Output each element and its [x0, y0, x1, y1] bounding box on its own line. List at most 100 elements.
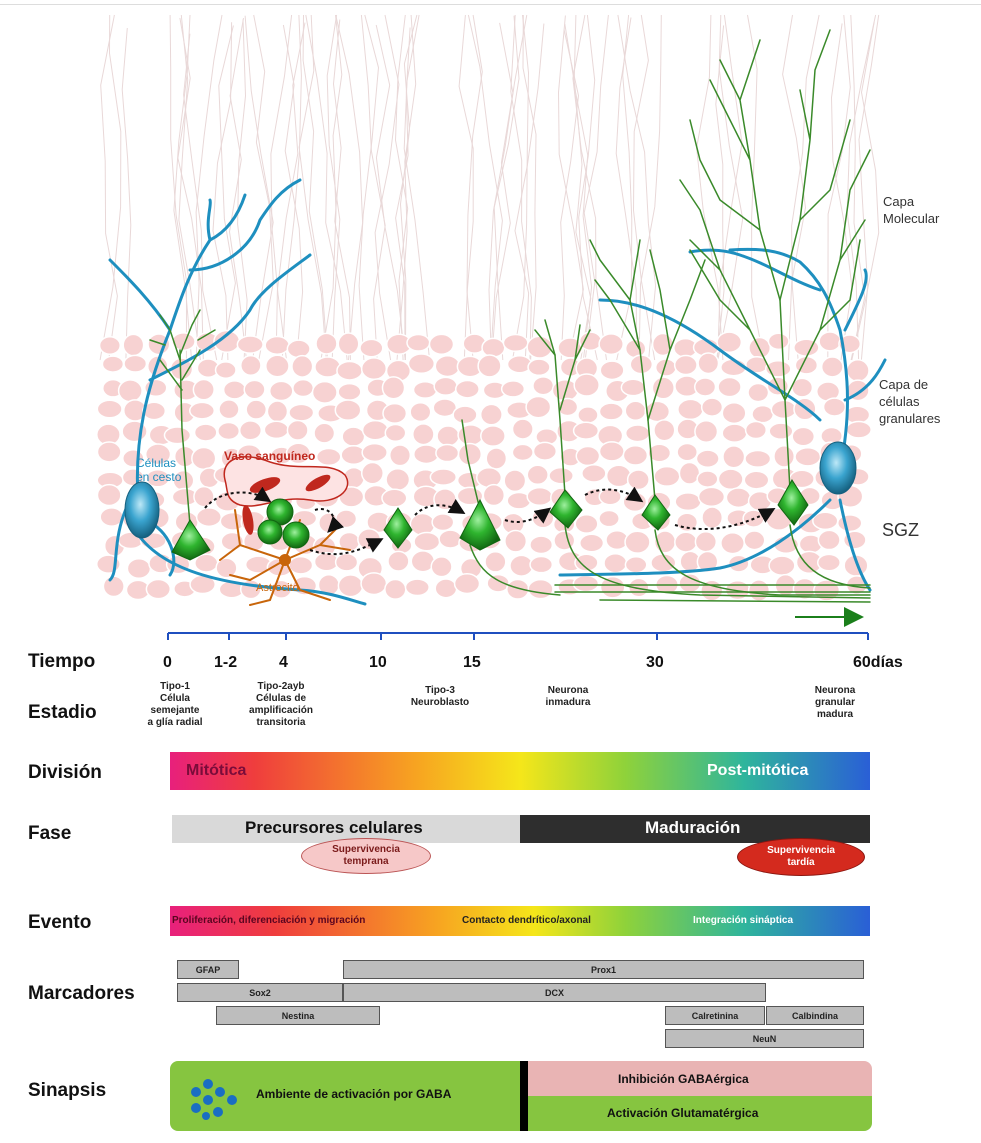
granule-cell — [216, 558, 237, 578]
granule-cell — [654, 420, 675, 441]
granule-cell — [485, 552, 506, 572]
granule-cell — [599, 442, 624, 461]
granule-cell — [626, 425, 650, 442]
granule-cell — [97, 485, 120, 506]
granule-cell — [534, 442, 557, 460]
granule-cell — [361, 573, 386, 595]
granule-cell — [436, 445, 459, 462]
granule-cell — [599, 403, 623, 420]
granule-cell — [453, 406, 477, 423]
stage-mature: Neurona granular madura — [795, 685, 875, 721]
granule-cell — [342, 427, 364, 446]
granule-cell — [695, 378, 716, 396]
granule-cell — [335, 400, 360, 420]
marker-gfap: GFAP — [177, 960, 239, 979]
row-label-phase: Fase — [28, 823, 71, 845]
granule-cell — [677, 444, 697, 461]
granule-cell — [818, 554, 840, 570]
granule-cell — [190, 402, 215, 418]
row-label-stage: Estadio — [28, 702, 97, 724]
granule-cell — [698, 353, 718, 373]
molecular-fiber — [299, 15, 326, 360]
granule-cell — [503, 334, 527, 351]
granule-cell — [745, 450, 770, 467]
molecular-fiber — [579, 15, 598, 360]
granule-cell — [481, 426, 505, 446]
granule-cell — [362, 444, 387, 462]
row-label-event: Evento — [28, 912, 91, 934]
granule-cell — [410, 514, 434, 536]
time-tick-4: 4 — [279, 654, 288, 672]
molecular-fiber — [179, 15, 201, 360]
granule-cell — [414, 382, 437, 398]
granule-cell — [481, 404, 502, 424]
granule-cell — [744, 471, 768, 489]
granule-cell — [794, 339, 819, 356]
granule-cell — [678, 399, 703, 419]
molecular-fiber — [336, 15, 363, 360]
basket-cell-left — [125, 482, 159, 538]
synapse-gaba-env-label: Ambiente de activación por GABA — [256, 1087, 451, 1101]
granule-cell — [123, 334, 143, 355]
granule-cell — [699, 487, 725, 506]
granule-cell — [458, 443, 481, 465]
granule-cell — [771, 400, 796, 418]
granule-cell — [102, 356, 123, 372]
granule-cell — [768, 333, 788, 349]
granule-cell — [486, 448, 506, 469]
granule-cell — [723, 446, 745, 468]
granule-cell — [386, 469, 409, 491]
molecular-fiber — [219, 26, 236, 361]
granule-cell — [625, 557, 646, 573]
granule-cell — [702, 398, 723, 416]
synapse-divider — [520, 1061, 528, 1131]
granule-cell — [623, 492, 646, 511]
granule-cell — [625, 401, 646, 420]
granule-cell — [478, 355, 501, 377]
granule-cell — [270, 381, 293, 400]
granule-cell — [628, 470, 650, 490]
phase-precursors-label: Precursores celulares — [245, 818, 423, 838]
granule-cell — [237, 336, 263, 353]
granule-cell — [458, 425, 483, 445]
granule-cell — [246, 400, 266, 419]
marker-calbindina: Calbindina — [766, 1006, 864, 1025]
granule-cell — [726, 488, 750, 507]
granule-cell — [414, 445, 439, 464]
granule-cell — [527, 488, 552, 506]
granule-cell — [512, 444, 533, 460]
granule-cell — [769, 423, 793, 439]
marker-neun: NeuN — [665, 1029, 864, 1048]
granule-cell — [437, 426, 459, 446]
basket-cells-label: Células en cesto — [136, 456, 181, 484]
granule-cell — [192, 448, 216, 470]
marker-prox1: Prox1 — [343, 960, 864, 979]
synapse-gaba-inhib-label: Inhibición GABAérgica — [618, 1072, 749, 1086]
molecular-fiber — [523, 15, 536, 360]
granule-cell — [580, 534, 604, 551]
stage-type2: Tipo-2ayb Células de amplificación trans… — [226, 681, 336, 729]
granule-cell — [408, 354, 434, 373]
granule-cell — [600, 361, 624, 379]
granule-cell — [679, 462, 699, 484]
granule-cell — [651, 554, 676, 572]
granule-cell — [362, 358, 387, 379]
stage-type3: Tipo-3 Neuroblasto — [395, 685, 485, 709]
molecular-layer-fibers — [100, 15, 879, 360]
marker-nestina: Nestina — [216, 1006, 380, 1025]
granule-cell — [607, 465, 631, 486]
granule-cell — [749, 580, 770, 601]
granule-cell — [267, 401, 287, 422]
time-tick-15: 15 — [463, 654, 481, 672]
granule-cell — [197, 508, 222, 526]
granule-cell — [413, 424, 434, 445]
granule-cell — [289, 557, 313, 574]
molecular-fiber — [584, 15, 608, 360]
granule-cell — [718, 377, 741, 396]
granule-cell — [744, 531, 765, 550]
granule-cell — [530, 557, 552, 573]
granule-cell — [439, 530, 462, 548]
granule-cell — [702, 507, 722, 528]
granule-cell — [414, 533, 440, 551]
granule-cell — [695, 532, 716, 552]
